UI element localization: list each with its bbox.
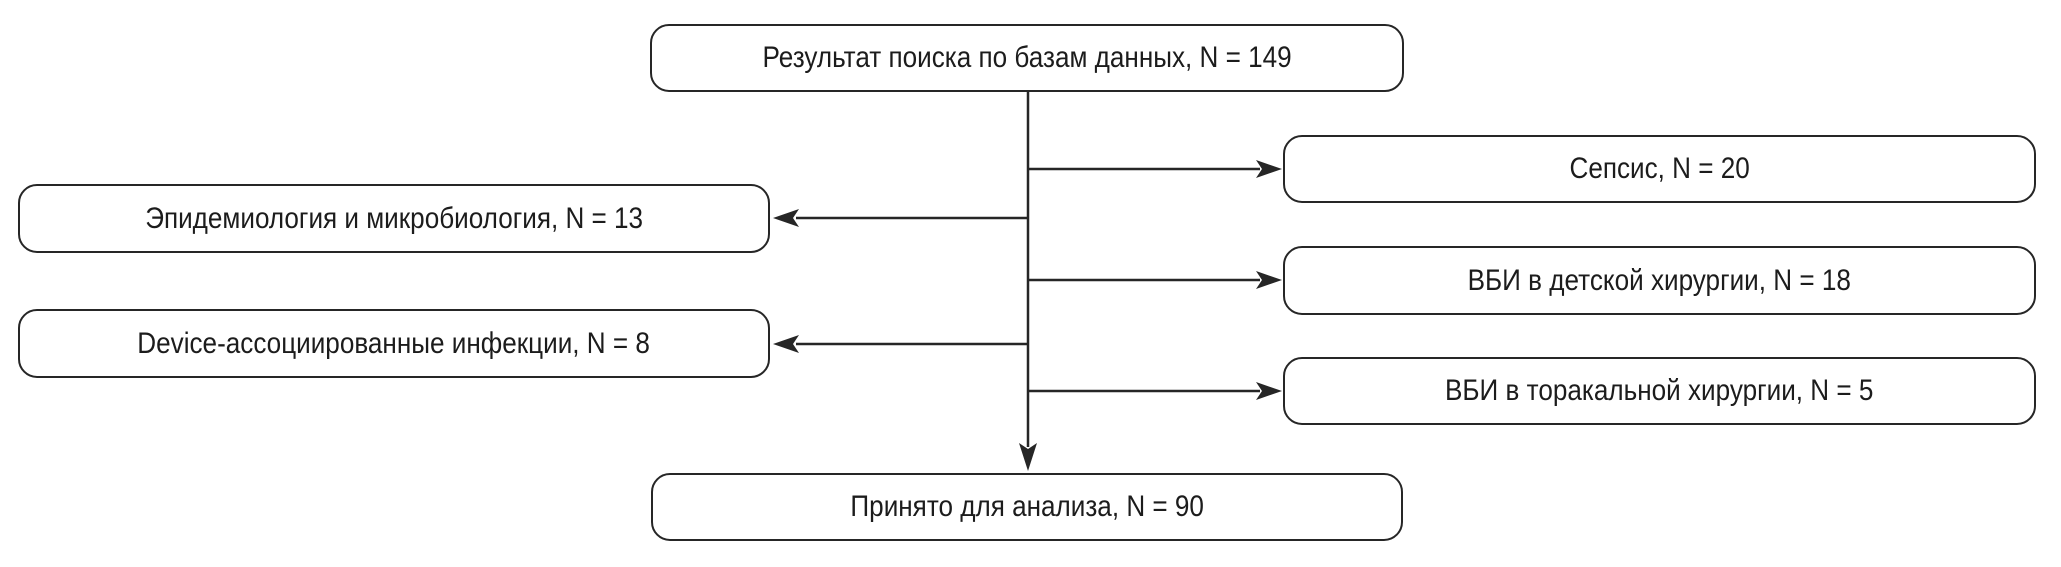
node-pediatric-surgery-label: ВБИ в детской хирургии, N = 18 [1467,263,1852,297]
node-search-result-label: Результат поиска по базам данных, N = 14… [762,41,1292,74]
arrowhead-right-thoracic [1256,382,1282,400]
node-thoracic-surgery: ВБИ в торакальной хирургии, N = 5 [1283,357,2036,425]
node-device-associated: Device-ассоциированные инфекции, N = 8 [18,309,770,378]
node-sepsis: Сепсис, N = 20 [1283,135,2036,203]
node-device-associated-label: Device-ассоциированные инфекции, N = 8 [137,326,651,360]
node-pediatric-surgery: ВБИ в детской хирургии, N = 18 [1283,246,2036,315]
node-search-result: Результат поиска по базам данных, N = 14… [650,24,1404,92]
node-thoracic-surgery-label: ВБИ в торакальной хирургии, N = 5 [1445,374,1874,407]
arrowhead-left-device [773,335,799,353]
node-sepsis-label: Сепсис, N = 20 [1569,152,1750,185]
arrowhead-left-epidemiology [773,209,799,227]
node-epidemiology: Эпидемиология и микробиология, N = 13 [18,184,770,253]
arrowhead-right-sepsis [1256,160,1282,178]
arrowhead-right-pediatric [1256,271,1282,289]
node-accepted: Принято для анализа, N = 90 [651,473,1403,541]
node-epidemiology-label: Эпидемиология и микробиология, N = 13 [145,201,643,235]
arrowhead-down-accepted [1019,443,1037,471]
node-accepted-label: Принято для анализа, N = 90 [850,490,1204,523]
